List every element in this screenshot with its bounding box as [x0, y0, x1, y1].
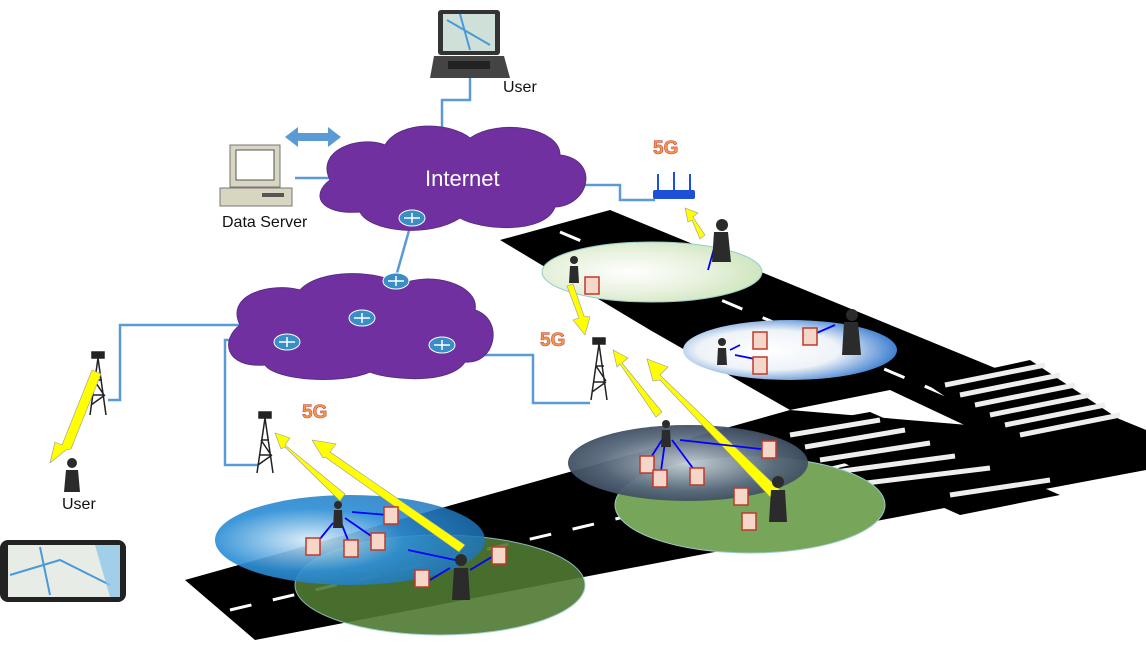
sensor-device-icon: [752, 356, 768, 375]
data-server-label: Data Server: [222, 214, 308, 231]
core-network-cloud: [228, 273, 494, 380]
sensor-device-icon: [370, 532, 386, 551]
sensor-device-icon: [752, 331, 768, 350]
sensor-device-icon: [414, 569, 430, 588]
uplink-arrow: [274, 432, 346, 502]
router-icon: [273, 333, 301, 351]
crosswalk: [770, 360, 1143, 515]
uplink-arrows: [49, 207, 781, 553]
person-icon: [769, 476, 787, 522]
server-computer-icon: [219, 144, 293, 207]
uplink-arrow: [566, 283, 591, 336]
cell-tower-icon: [590, 337, 608, 401]
sensor-device-icon: [343, 539, 359, 558]
internet-label: Internet: [425, 166, 500, 191]
cell-tower-icon: [256, 411, 274, 474]
internet-cloud: [319, 125, 587, 231]
user-top-label: User: [503, 79, 537, 96]
person-icon: [661, 420, 671, 447]
uplink-arrow: [684, 207, 706, 240]
sensor-device-icon: [741, 512, 757, 531]
double-arrow-icon: [285, 127, 341, 147]
sensor-device-icon: [491, 546, 507, 565]
uplink-arrow: [612, 349, 663, 418]
person-icon: [452, 554, 470, 600]
person-icon: [333, 501, 343, 528]
wifi-router-icon: [653, 172, 695, 199]
person-icon: [712, 219, 731, 262]
uplink-arrow: [49, 369, 102, 464]
5g-tower-left-label: 5G: [302, 402, 328, 424]
person-icon: [717, 338, 727, 365]
smartphone-icon: [0, 540, 126, 602]
sensor-device-icon: [802, 327, 818, 346]
router-icon: [398, 209, 426, 227]
router-icon: [382, 272, 410, 290]
uplink-arrow: [311, 439, 466, 553]
sensor-device-icon: [761, 440, 777, 459]
sensor-device-icon: [652, 469, 668, 488]
router-icon: [348, 309, 376, 327]
sensor-devices: [305, 276, 818, 588]
person-icon: [842, 309, 861, 355]
5g-tower-mid-label: 5G: [540, 330, 566, 352]
person-icon: [64, 458, 80, 492]
sensor-device-icon: [733, 487, 749, 506]
sensor-device-icon: [689, 467, 705, 486]
person-icon: [569, 256, 579, 283]
sensor-device-icon: [305, 537, 321, 556]
coverage-area: [683, 320, 897, 380]
5g-router-label: 5G: [653, 138, 679, 160]
sensor-device-icon: [383, 506, 399, 525]
laptop-icon: [430, 10, 510, 78]
user-left-label: User: [62, 496, 96, 513]
sensor-device-icon: [639, 455, 655, 474]
sensor-device-icon: [584, 276, 600, 295]
uplink-arrow: [646, 358, 781, 498]
router-icon: [428, 336, 456, 354]
